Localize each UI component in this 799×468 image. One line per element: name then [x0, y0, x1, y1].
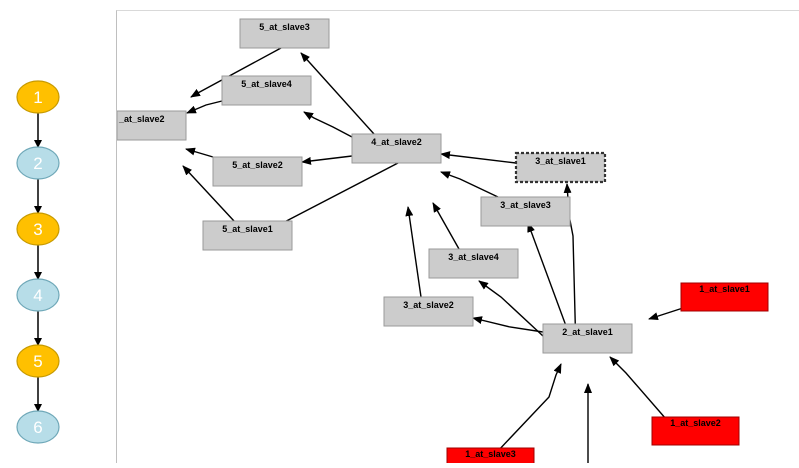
- node-box: [480, 196, 571, 227]
- node-label: 3_at_slave2: [403, 300, 454, 310]
- node-label: 5_at_slave4: [241, 79, 292, 89]
- node-box: [651, 416, 740, 446]
- node-1_at_slave2[interactable]: 1_at_slave2: [651, 416, 740, 446]
- step-5[interactable]: 5: [16, 344, 60, 378]
- node-label: 3_at_slave1: [535, 156, 586, 166]
- edge-3_at_slave4-to-4_at_slave2: [432, 202, 460, 250]
- node-3_at_slave4[interactable]: 3_at_slave4: [428, 248, 519, 279]
- node-label: 1_at_slave3: [465, 449, 516, 459]
- step-label: 5: [33, 352, 42, 371]
- step-circle: [16, 212, 60, 246]
- node-6_at_slave2[interactable]: _at_slave2: [116, 110, 187, 141]
- node-box: [351, 133, 442, 164]
- node-box: [212, 156, 303, 187]
- node-label: 5_at_slave3: [259, 22, 310, 32]
- node-box: [116, 110, 187, 141]
- node-box: [239, 18, 330, 49]
- node-5_at_slave1[interactable]: 5_at_slave1: [202, 220, 293, 251]
- step-2[interactable]: 2: [16, 146, 60, 180]
- edge-1_at_slave1-to-2_at_slave1: [648, 307, 684, 321]
- node-5_at_slave4[interactable]: 5_at_slave4: [221, 75, 312, 106]
- node-label: 2_at_slave1: [562, 327, 613, 337]
- edge-4_at_slave2-to-5_at_slave2: [301, 155, 353, 165]
- step-circle: [16, 410, 60, 444]
- step-label: 3: [33, 220, 42, 239]
- step-sequence: 1 2 3 4 5 6: [16, 80, 60, 444]
- step-circle: [16, 278, 60, 312]
- node-label: 3_at_slave4: [448, 252, 499, 262]
- edge-4_at_slave2-to-5_at_slave3: [300, 52, 375, 135]
- node-label: 4_at_slave2: [371, 137, 422, 147]
- edge-4_at_slave2-to-5_at_slave1: [270, 162, 399, 230]
- step-circle: [16, 80, 60, 114]
- node-box: [680, 282, 769, 312]
- edge-2_at_slave1-to-3_at_slave4: [478, 280, 544, 337]
- edge-1_at_slave3-to-2_at_slave1: [495, 363, 562, 454]
- edge-5_at_slave4-to-6_at_slave2: [186, 100, 223, 114]
- step-6[interactable]: 6: [16, 410, 60, 444]
- node-box: [428, 248, 519, 279]
- step-4[interactable]: 4: [16, 278, 60, 312]
- edge-5_at_slave2-to-6_at_slave2: [185, 147, 214, 158]
- node-4_at_slave2[interactable]: 4_at_slave2: [351, 133, 442, 164]
- node-box: [514, 151, 607, 184]
- node-5_at_slave2[interactable]: 5_at_slave2: [212, 156, 303, 187]
- edge-5_at_slave1-to-6_at_slave2: [182, 165, 235, 222]
- node-2_at_slave1[interactable]: 2_at_slave1: [542, 323, 633, 354]
- edge-3_at_slave1-to-4_at_slave2: [440, 151, 517, 164]
- node-3_at_slave2[interactable]: 3_at_slave2: [383, 296, 474, 327]
- node-3_at_slave1[interactable]: 3_at_slave1: [514, 151, 607, 184]
- dag-graph: 5_at_slave3 5_at_slave4 _at_slave2 5_at_sla…: [116, 18, 769, 468]
- edge-3_at_slave3-to-4_at_slave2: [440, 171, 499, 198]
- edge-4_at_slave2-to-5_at_slave4: [303, 111, 353, 138]
- node-label: 1_at_slave2: [670, 418, 721, 428]
- node-box: [383, 296, 474, 327]
- dag-panel[interactable]: 5_at_slave3 5_at_slave4 _at_slave2 5_at_sla…: [116, 10, 799, 468]
- step-1[interactable]: 1: [16, 80, 60, 114]
- node-5_at_slave3[interactable]: 5_at_slave3: [239, 18, 330, 49]
- edge-2_at_slave1-to-3_at_slave2: [472, 316, 544, 333]
- step-label: 4: [33, 286, 42, 305]
- edge-5_at_slave3-to-6_at_slave2: [190, 47, 282, 98]
- step-circle: [16, 344, 60, 378]
- node-label: 3_at_slave3: [500, 200, 551, 210]
- edge-1_at_slave2-to-2_at_slave1: [609, 356, 667, 420]
- edge-3_at_slave2-to-4_at_slave2: [405, 206, 422, 298]
- step-label: 1: [33, 88, 42, 107]
- node-label: 5_at_slave1: [222, 224, 273, 234]
- node-label: 5_at_slave2: [232, 160, 283, 170]
- node-box: [202, 220, 293, 251]
- step-label: 2: [33, 154, 42, 173]
- step-circle: [16, 146, 60, 180]
- step-3[interactable]: 3: [16, 212, 60, 246]
- node-3_at_slave3[interactable]: 3_at_slave3: [480, 196, 571, 227]
- step-label: 6: [33, 418, 42, 437]
- node-label: 1_at_slave1: [699, 284, 750, 294]
- node-box: [221, 75, 312, 106]
- node-1_at_slave1[interactable]: 1_at_slave1: [680, 282, 769, 312]
- node-label: _at_slave2: [118, 114, 165, 124]
- node-1_at_slave3[interactable]: 1_at_slave3: [446, 447, 535, 468]
- node-box: [542, 323, 633, 354]
